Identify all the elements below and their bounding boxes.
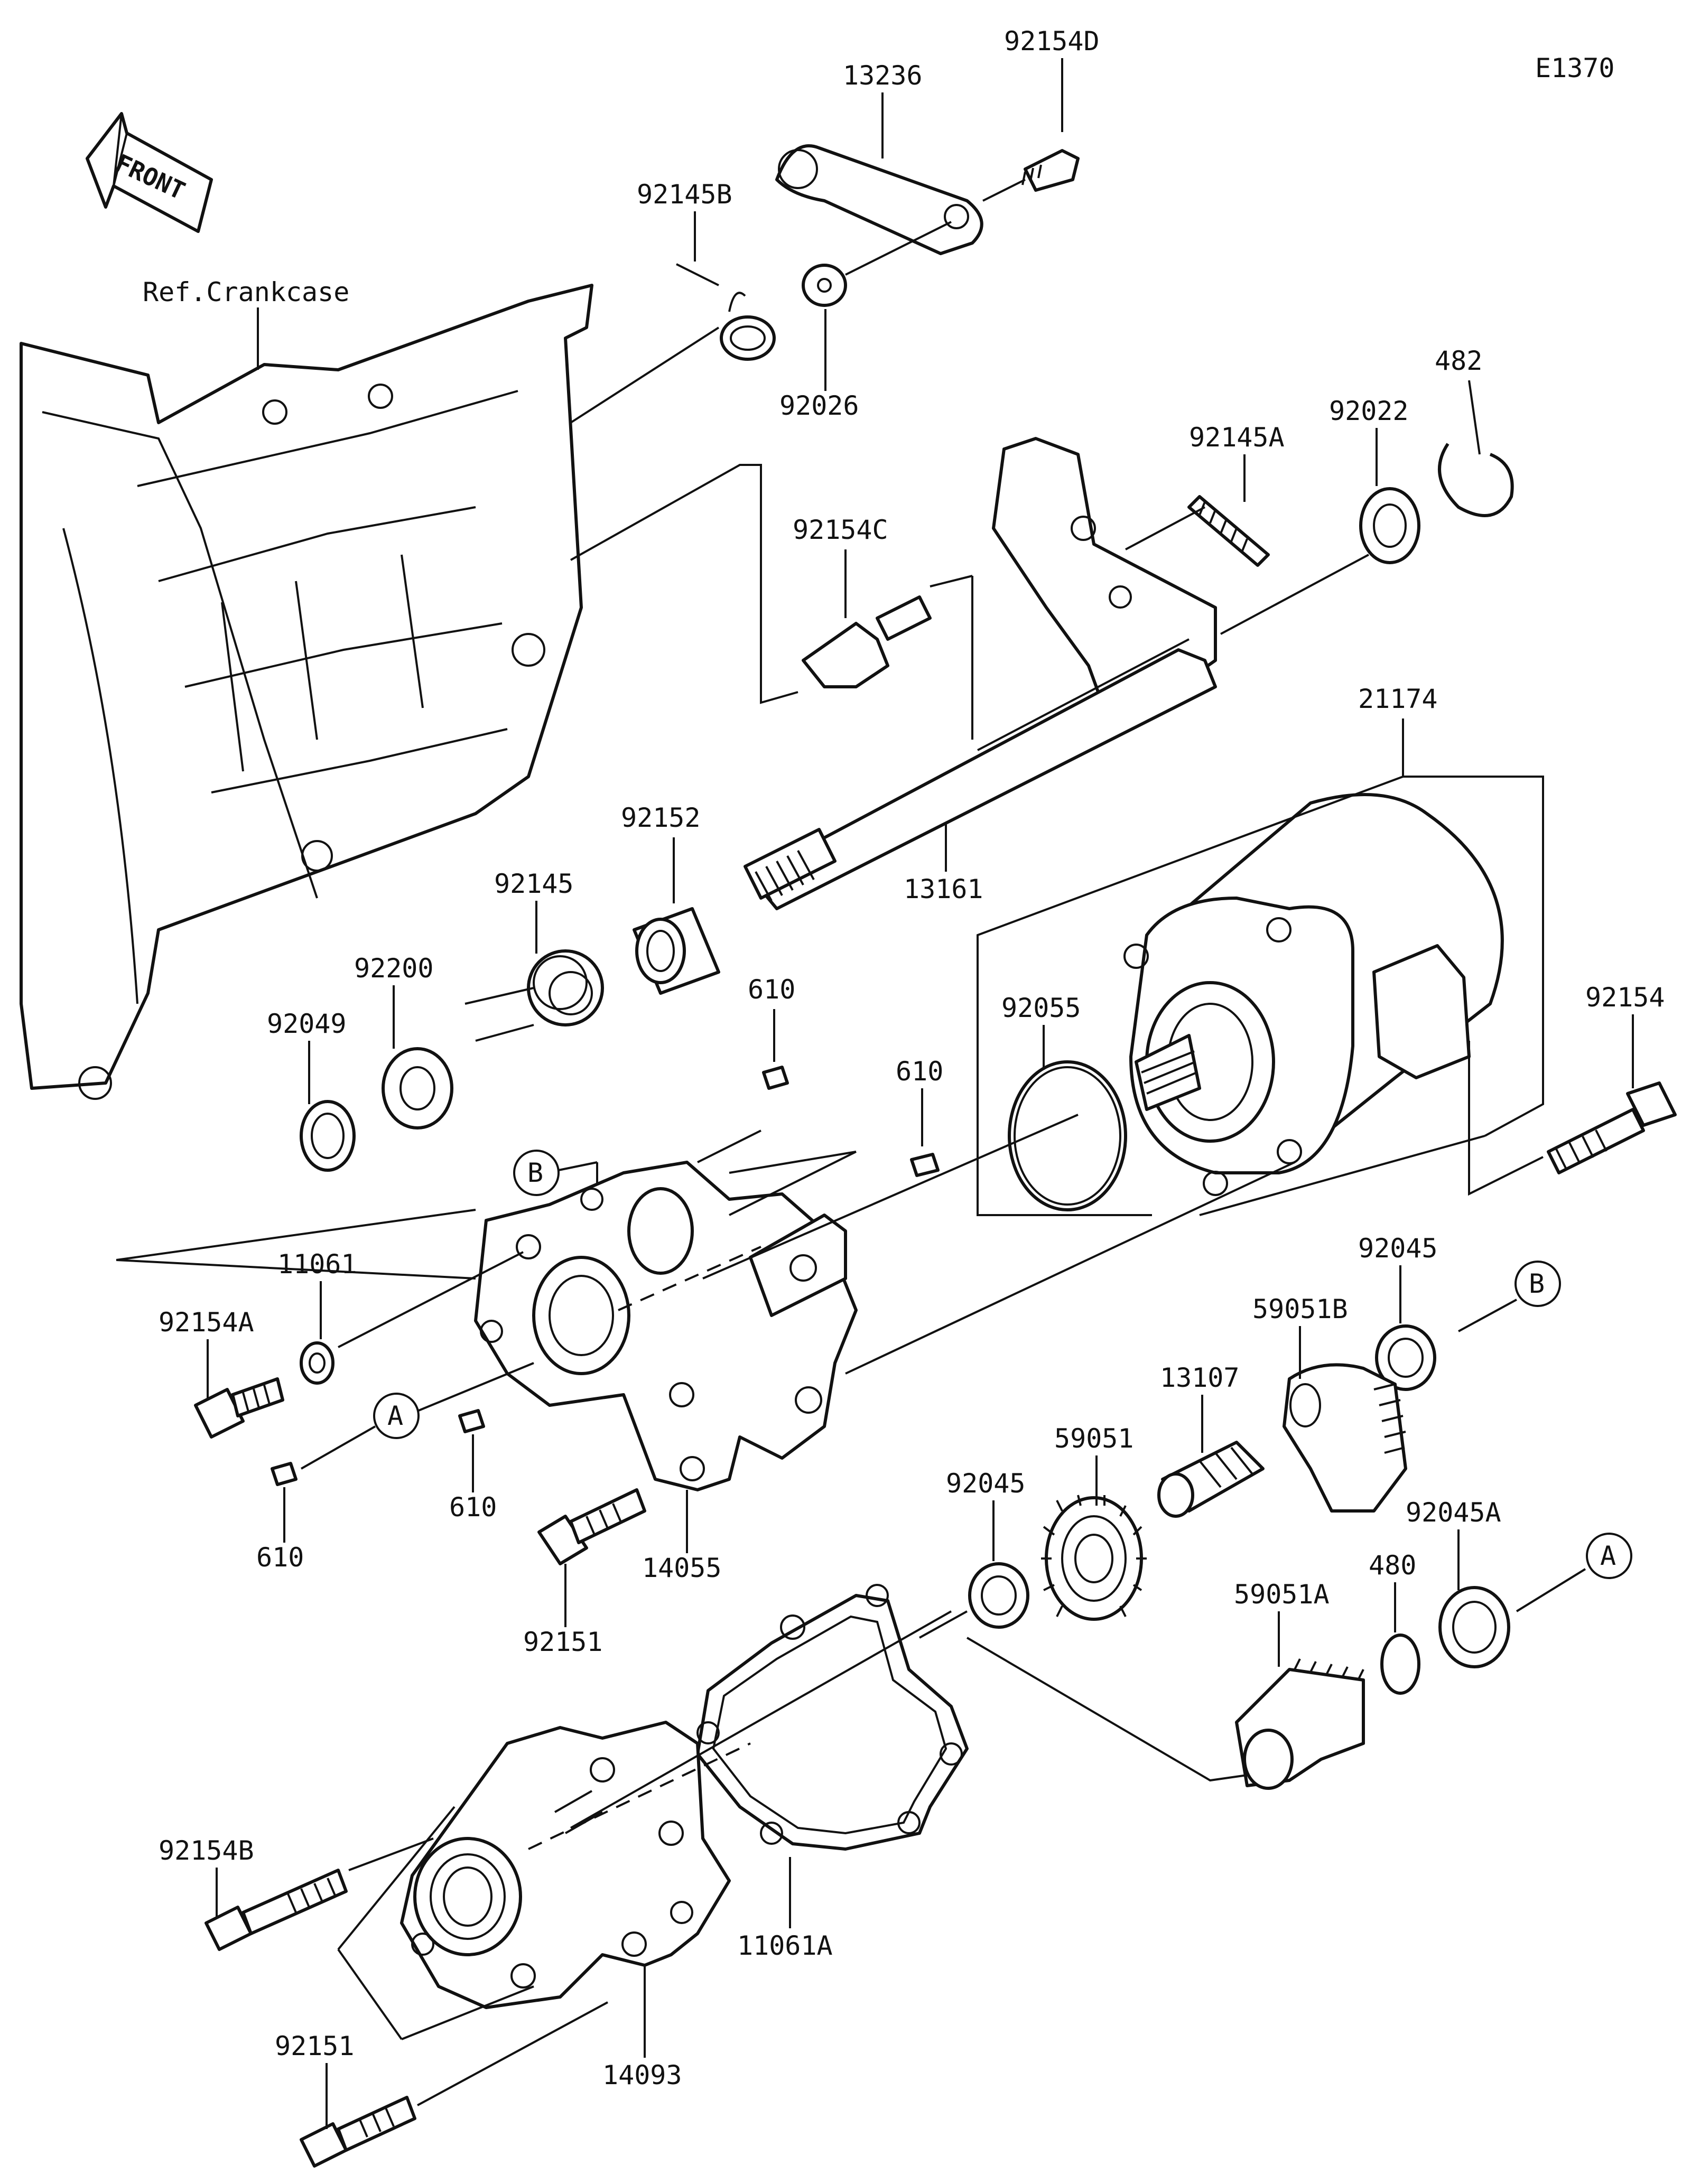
label-13161: 13161	[904, 874, 983, 904]
label-92154B: 92154B	[159, 1835, 254, 1866]
part-92154-bolt	[1547, 1081, 1677, 1174]
label-92049: 92049	[267, 1009, 347, 1039]
label-92145B: 92145B	[637, 179, 732, 210]
part-610-dowel-1	[762, 1066, 789, 1090]
part-92154A-bolt	[194, 1377, 284, 1439]
label-11061: 11061	[277, 1249, 357, 1280]
part-92154B-bolt	[205, 1869, 348, 1951]
part-92145-spring	[464, 949, 604, 1042]
part-92145B-spring	[676, 263, 776, 361]
callout-B-label-1: B	[527, 1158, 543, 1188]
part-92055-o-ring	[1008, 1060, 1127, 1211]
label-610-b: 610	[896, 1056, 943, 1087]
label-482: 482	[1435, 346, 1482, 376]
label-21174: 21174	[1358, 684, 1438, 714]
part-59051A-gear-sector	[1235, 1658, 1365, 1790]
callout-A-label-2: A	[1600, 1541, 1616, 1571]
label-610-c: 610	[256, 1542, 304, 1573]
part-610-dowel-2	[910, 1153, 940, 1177]
label-59051A: 59051A	[1234, 1579, 1330, 1610]
part-92151-bolt-lower	[300, 2096, 416, 2168]
part-610-dowel-4	[458, 1409, 485, 1433]
label-59051B: 59051B	[1252, 1294, 1348, 1324]
part-92154C-stud	[802, 595, 932, 688]
callout-B-label-2: B	[1529, 1268, 1545, 1299]
diagram-code: E1370	[1535, 53, 1615, 83]
part-610-dowel-3	[271, 1462, 298, 1486]
part-480-circlip	[1380, 1634, 1420, 1695]
part-92026-washer	[802, 264, 847, 307]
label-92200: 92200	[354, 953, 434, 984]
part-92022-washer	[1359, 487, 1420, 564]
part-92049-oil-seal	[300, 1100, 356, 1172]
label-92151-b: 92151	[275, 2031, 355, 2061]
part-92200-washer	[382, 1047, 453, 1130]
label-92045A: 92045A	[1406, 1497, 1501, 1528]
label-92151-a: 92151	[523, 1627, 603, 1657]
part-92045A-bearing	[1438, 1586, 1510, 1668]
label-92022: 92022	[1329, 396, 1409, 426]
label-92145A: 92145A	[1189, 422, 1285, 453]
label-11061A: 11061A	[737, 1930, 833, 1961]
callout-B-right: B	[1515, 1261, 1561, 1307]
label-92055: 92055	[1001, 993, 1081, 1023]
label-14055: 14055	[642, 1553, 722, 1583]
label-92154C: 92154C	[793, 515, 888, 545]
label-610-a: 610	[748, 974, 795, 1005]
part-92045-bearing-lower	[968, 1562, 1029, 1629]
label-14093: 14093	[602, 2060, 682, 2090]
part-11061A-gasket	[696, 1584, 969, 1851]
label-92152: 92152	[621, 802, 701, 833]
label-92154: 92154	[1585, 982, 1665, 1013]
label-13107: 13107	[1160, 1362, 1240, 1393]
part-21174-starter-motor	[1123, 793, 1504, 1196]
part-59051-gear	[1041, 1495, 1147, 1621]
part-13161-shift-shaft	[744, 437, 1217, 910]
label-92045-a: 92045	[1358, 1233, 1438, 1264]
part-13236-shift-arm	[775, 144, 983, 255]
label-92154D: 92154D	[1004, 26, 1100, 57]
callout-A-left: A	[373, 1393, 420, 1439]
callout-A-right: A	[1586, 1533, 1632, 1579]
part-92045-bearing-upper	[1375, 1324, 1436, 1391]
label-92045-b: 92045	[946, 1468, 1026, 1499]
callout-A-label-1: A	[387, 1401, 403, 1431]
part-13107-shaft	[1157, 1441, 1265, 1518]
part-92154D-bolt	[1021, 149, 1080, 192]
label-13236: 13236	[843, 60, 923, 91]
front-arrow-icon: FRONT	[86, 112, 213, 233]
label-480: 480	[1369, 1550, 1416, 1581]
label-92145: 92145	[494, 869, 574, 899]
label-610-d: 610	[449, 1492, 497, 1523]
label-59051: 59051	[1054, 1423, 1134, 1454]
label-92154A: 92154A	[159, 1307, 254, 1338]
ref-crankcase-label: Ref.Crankcase	[143, 277, 349, 307]
callout-B-top: B	[513, 1150, 560, 1196]
part-59051B-gear-sector	[1283, 1363, 1407, 1513]
part-11061-seal	[300, 1341, 335, 1385]
part-482-circlip	[1438, 443, 1514, 517]
part-14055-gear-housing	[474, 1161, 858, 1491]
crankcase-reference	[20, 284, 593, 1100]
part-92151-bolt-upper	[537, 1488, 646, 1565]
part-92145A-spring	[1187, 495, 1270, 567]
part-92152-bushing	[633, 907, 720, 995]
label-92026: 92026	[779, 390, 859, 421]
